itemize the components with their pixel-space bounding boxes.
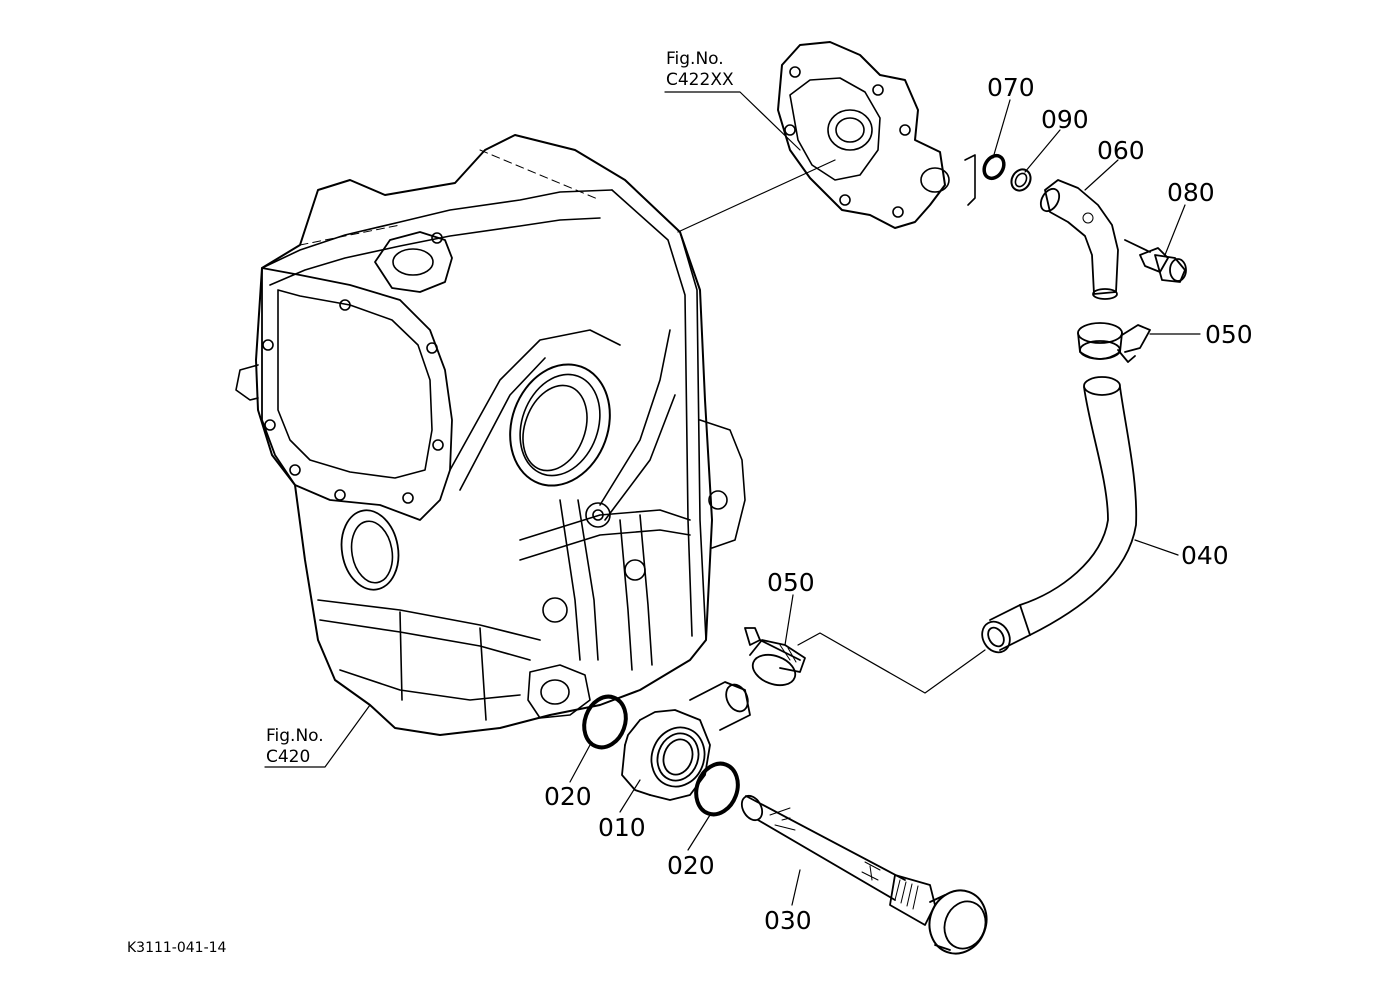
callout-050-top: 050 xyxy=(1205,320,1253,349)
o-ring-070 xyxy=(982,153,1006,181)
fig-ref-left-line1: Fig.No. xyxy=(266,726,324,746)
washer-090 xyxy=(1010,168,1032,192)
callout-040: 040 xyxy=(1181,541,1229,570)
o-ring-020-right xyxy=(694,761,740,817)
hose-clamp-050-mid xyxy=(744,627,806,687)
fig-ref-top-line2: C422XX xyxy=(666,70,734,91)
fig-ref-top: Fig.No. C422XX xyxy=(666,49,734,92)
transmission-case xyxy=(235,134,746,736)
callout-050-mid: 050 xyxy=(767,568,815,597)
drawing-code: K3111-041-14 xyxy=(127,940,227,956)
callout-080: 080 xyxy=(1167,178,1215,207)
callout-060: 060 xyxy=(1097,136,1145,165)
fig-ref-left: Fig.No. C420 xyxy=(266,726,324,769)
o-ring-020-left xyxy=(582,694,628,750)
leader-lines xyxy=(264,91,1201,906)
hose-040 xyxy=(981,376,1138,654)
callout-010: 010 xyxy=(598,813,646,842)
callout-020-right: 020 xyxy=(667,851,715,880)
callout-070: 070 xyxy=(987,73,1035,102)
elbow-fitting-060 xyxy=(1039,179,1119,300)
top-cover-housing xyxy=(777,41,976,229)
strainer-housing-010 xyxy=(621,681,751,801)
strainer-030 xyxy=(740,794,988,955)
callout-020-left: 020 xyxy=(544,782,592,811)
fig-ref-left-line2: C420 xyxy=(266,747,311,768)
callout-030: 030 xyxy=(764,906,812,935)
fig-ref-top-line1: Fig.No. xyxy=(666,49,724,69)
callout-090: 090 xyxy=(1041,105,1089,134)
hose-clamp-050-top xyxy=(1077,322,1151,363)
bolt-080 xyxy=(1124,239,1187,283)
